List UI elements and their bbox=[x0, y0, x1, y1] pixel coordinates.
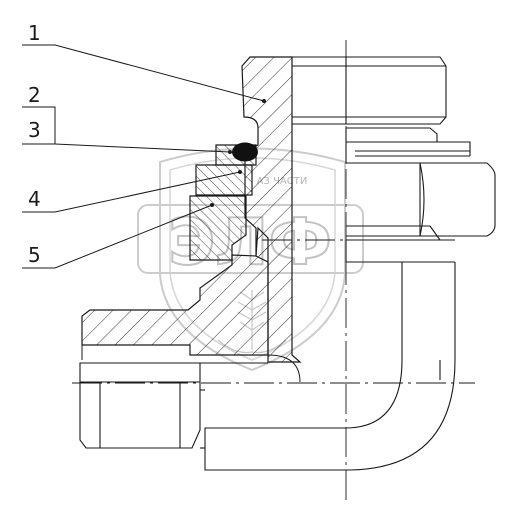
leader-2-3-bracket bbox=[22, 106, 56, 144]
leader-5 bbox=[22, 204, 213, 269]
thread-lines bbox=[355, 150, 470, 157]
elbow-tube-inner bbox=[204, 262, 403, 448]
callout-5-label: 5 bbox=[28, 243, 41, 267]
callouts: 1 2 3 4 5 bbox=[28, 21, 41, 267]
part-1-bolt-section bbox=[241, 56, 302, 363]
leader-3 bbox=[22, 143, 231, 153]
elbow-tube-outer bbox=[204, 262, 456, 471]
sectioned-body bbox=[81, 56, 302, 363]
callout-2-label: 2 bbox=[28, 83, 41, 107]
part-5-washer-section bbox=[189, 195, 247, 261]
neck-outline bbox=[346, 127, 471, 156]
body-detail-lines bbox=[81, 345, 301, 383]
bottom-nut-outline bbox=[79, 362, 201, 449]
callout-3-label: 3 bbox=[28, 118, 41, 142]
part-4-ring-section bbox=[195, 164, 253, 196]
leader-1 bbox=[22, 44, 265, 102]
callout-1-label: 1 bbox=[28, 21, 41, 45]
part-3-o-ring bbox=[232, 142, 258, 162]
upper-plug-outline bbox=[292, 56, 447, 125]
leader-4 bbox=[22, 171, 241, 213]
center-lines bbox=[72, 40, 475, 505]
hex-nut-outline bbox=[346, 162, 496, 237]
callout-4-label: 4 bbox=[28, 187, 41, 211]
